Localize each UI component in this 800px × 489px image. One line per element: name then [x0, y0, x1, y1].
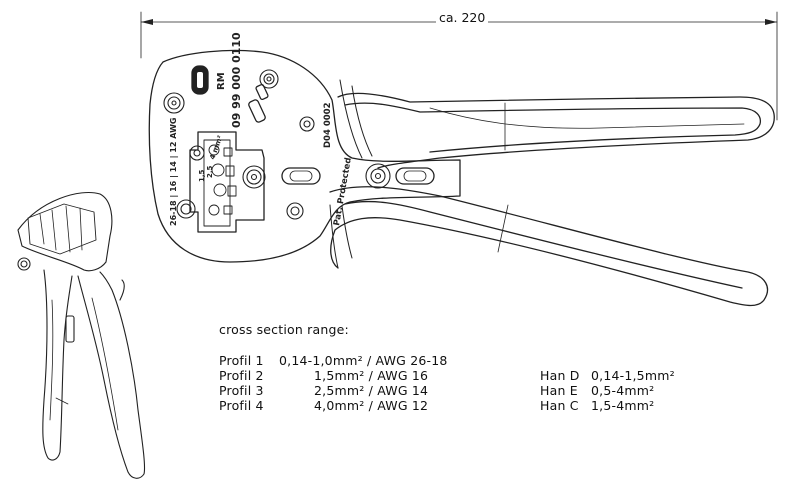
han-e-name: Han E [540, 383, 578, 398]
upper-handle [337, 79, 775, 169]
han-c-value: 1,5-4mm² [591, 398, 655, 413]
dimension-label: ca. 220 [436, 10, 489, 25]
profile-2-name: Profil 2 [219, 368, 264, 383]
brand-logo [191, 65, 209, 95]
cross-section-heading: cross section range: [219, 322, 349, 337]
profile-4-value: 4,0mm² / AWG 12 [314, 398, 429, 413]
code-mark: D04 0002 [323, 102, 333, 148]
han-d-name: Han D [540, 368, 580, 383]
profile-3-name: Profil 3 [219, 383, 264, 398]
tool-markings: 09 99 000 0110 RM 26-18 | 16 | 14 | 12 A… [169, 32, 354, 227]
profile-1-name: Profil 1 [219, 353, 264, 368]
tool-perspective-view [17, 192, 146, 479]
han-d-value: 0,14-1,5mm² [591, 368, 675, 383]
mm-mark-3: 4 mm² [208, 134, 224, 160]
tool-head-plate [148, 49, 461, 263]
awg-range-mark: 26-18 | 16 | 14 | 12 AWG [169, 118, 178, 226]
head-screws [163, 69, 391, 220]
profile-1-value: 0,14-1,0mm² / AWG 26-18 [279, 353, 448, 368]
mm-mark-2: 2,5 [206, 165, 214, 178]
profile-3-value: 2,5mm² / AWG 14 [314, 383, 429, 398]
part-number-mark: 09 99 000 0110 [230, 32, 243, 128]
profile-2-value: 1,5mm² / AWG 16 [314, 368, 429, 383]
han-c-name: Han C [540, 398, 579, 413]
han-e-value: 0,5-4mm² [591, 383, 655, 398]
mm-mark-1: 1,5 [198, 169, 206, 182]
profile-4-name: Profil 4 [219, 398, 264, 413]
patent-mark: Pat. Protected [332, 157, 354, 227]
brand-mark: RM [216, 72, 227, 90]
lower-handle [329, 186, 769, 307]
